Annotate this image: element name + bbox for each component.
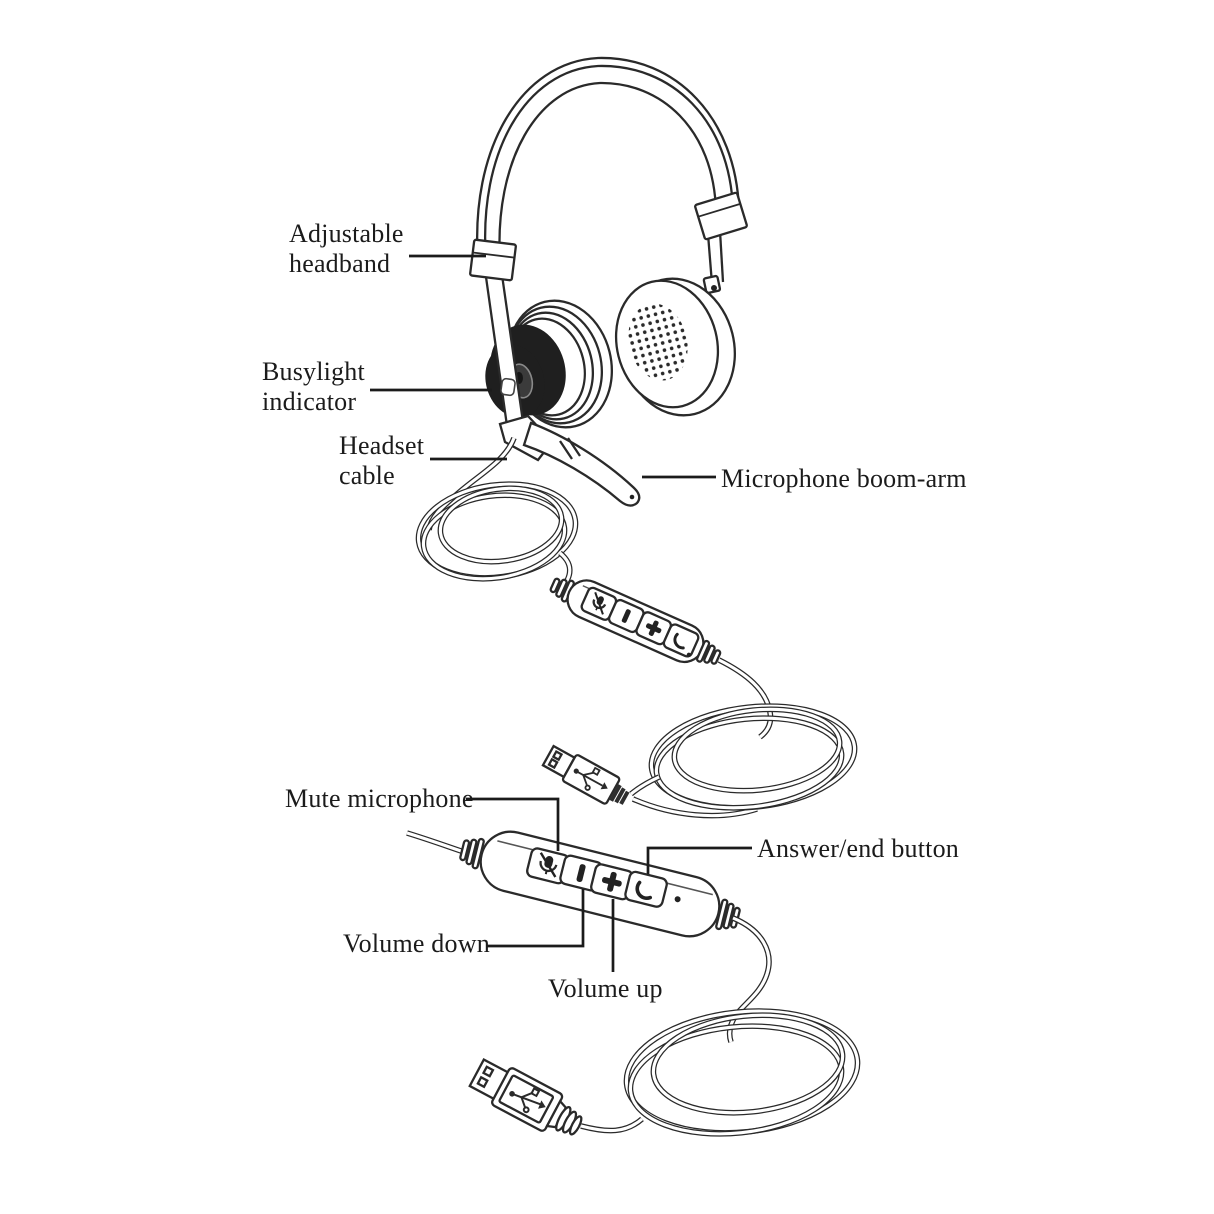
label-volume-up: Volume up: [548, 974, 663, 1003]
microphone-boom-arm: [498, 414, 641, 507]
volume-up-icon: [601, 871, 622, 892]
label-microphone-boom-arm: Microphone boom-arm: [721, 464, 967, 493]
busylight-indicator-dot: [500, 377, 516, 397]
led-indicator-small: [686, 652, 692, 658]
middle-cable-coil: [631, 660, 860, 817]
usb-plug-bottom: [468, 1057, 583, 1136]
label-busylight-indicator: Busylight indicator: [262, 357, 365, 416]
inline-controller-small: [549, 577, 722, 665]
answer-end-button-small: [662, 623, 700, 658]
microphone-hole: [629, 494, 635, 500]
usb-trident-icon: [573, 766, 608, 791]
right-earcup: [614, 277, 736, 417]
label-answer-end-button: Answer/end button: [757, 834, 959, 863]
volume-down-icon: [576, 864, 586, 883]
headset-cable-coil: [412, 438, 581, 591]
mute-mic-icon: [539, 852, 558, 878]
label-mute-microphone: Mute microphone: [285, 784, 474, 813]
volume-up-button: [590, 863, 634, 901]
bottom-cable-coil: [581, 918, 864, 1144]
right-yoke: [702, 230, 725, 295]
led-indicator: [674, 896, 681, 903]
answer-end-icon: [635, 880, 653, 900]
adjustable-headband: [476, 56, 741, 263]
label-pointer-lines: [370, 254, 752, 972]
right-headband-slider: [694, 191, 748, 241]
left-headband-slider: [469, 238, 517, 282]
usb-plug-middle: [541, 744, 630, 805]
label-adjustable-headband: Adjustable headband: [289, 219, 404, 278]
label-headset-cable: Headset cable: [339, 431, 425, 490]
speaker-grille: [628, 303, 688, 381]
usb-trident-icon: [509, 1087, 546, 1114]
label-volume-down: Volume down: [343, 929, 490, 958]
answer-end-button-detail: [624, 870, 668, 908]
